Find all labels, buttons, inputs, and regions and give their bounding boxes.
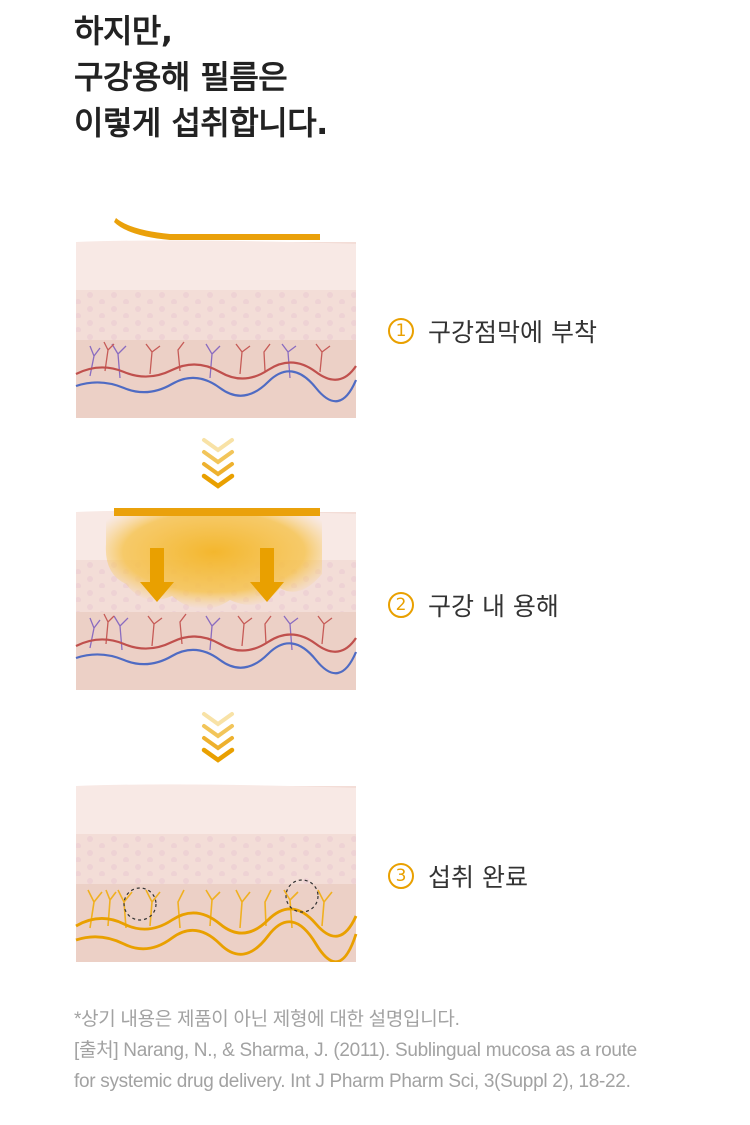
step-1: 1 구강점막에 부착 xyxy=(388,313,597,349)
step-2-number: 2 xyxy=(388,592,414,618)
title-line-1: 하지만, xyxy=(74,12,173,50)
step-3-label: 섭취 완료 xyxy=(428,863,528,892)
step-1-number: 1 xyxy=(388,318,414,344)
step-3: 3 섭취 완료 xyxy=(388,858,528,894)
title-line-2: 구강용해 필름은 xyxy=(74,58,288,96)
step-3-number: 3 xyxy=(388,863,414,889)
footnote: *상기 내용은 제품이 아닌 제형에 대한 설명입니다. [출처] Narang… xyxy=(74,1004,714,1097)
absorption-circle xyxy=(285,879,319,913)
step-2-label: 구강 내 용해 xyxy=(428,592,559,621)
step-1-label: 구강점막에 부착 xyxy=(428,318,597,347)
footnote-source-line-1: [출처] Narang, N., & Sharma, J. (2011). Su… xyxy=(74,1040,637,1061)
footnote-source-line-2: for systemic drug delivery. Int J Pharm … xyxy=(74,1071,631,1092)
page-title: 하지만, 구강용해 필름은 이렇게 섭취합니다. xyxy=(74,8,328,146)
down-chevrons-icon xyxy=(201,438,235,489)
step-2: 2 구강 내 용해 xyxy=(388,587,559,623)
absorption-circle xyxy=(123,887,157,921)
oral-film xyxy=(114,218,320,240)
title-line-3: 이렇게 섭취합니다. xyxy=(74,104,328,142)
stage-2-illustration xyxy=(75,508,358,690)
footnote-disclaimer: *상기 내용은 제품이 아닌 제형에 대한 설명입니다. xyxy=(74,1009,460,1030)
stage-3-illustration xyxy=(75,784,358,962)
down-chevrons-icon xyxy=(201,712,235,763)
stage-1-illustration xyxy=(75,218,358,418)
